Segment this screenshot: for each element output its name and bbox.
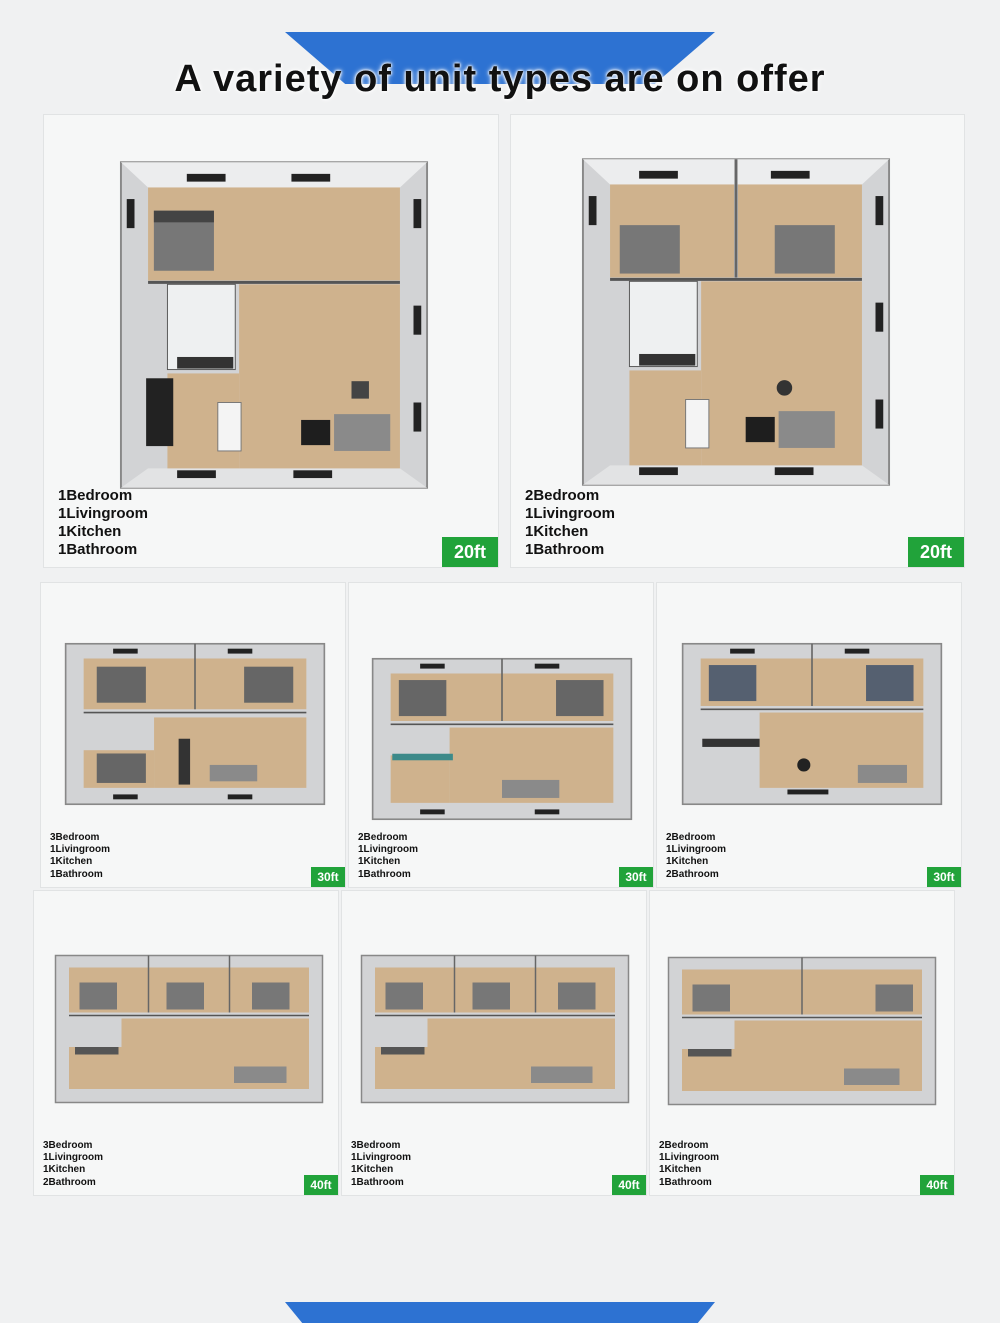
room-item: 1Bathroom	[50, 868, 103, 880]
size-badge: 20ft	[908, 537, 964, 567]
room-item: 2Bedroom	[659, 1139, 709, 1151]
room-item: 1Bathroom	[659, 1176, 712, 1188]
page-title: A variety of unit types are on offer	[174, 58, 826, 100]
room-item: 1Bathroom	[358, 868, 411, 880]
room-item: 2Bathroom	[43, 1176, 96, 1188]
floor-plan-image	[54, 954, 324, 1104]
size-badge: 30ft	[619, 867, 653, 887]
floor-plan-image	[681, 642, 943, 806]
room-item: 1Kitchen	[43, 1164, 86, 1176]
room-list: 2Bedroom 1Livingroom 1Kitchen 1Bathroom	[659, 1140, 719, 1189]
room-item: 1Bedroom	[58, 487, 133, 504]
room-item: 1Bathroom	[525, 541, 605, 558]
room-item: 1Livingroom	[525, 505, 616, 522]
room-item: 2Bedroom	[666, 831, 716, 843]
unit-card[interactable]: 2Bedroom 1Livingroom 1Kitchen 1Bathroom …	[510, 114, 965, 568]
room-list: 2Bedroom 1Livingroom 1Kitchen 2Bathroom	[666, 832, 726, 881]
room-item: 3Bedroom	[50, 831, 100, 843]
room-item: 1Kitchen	[525, 523, 589, 540]
unit-card[interactable]: 3Bedroom 1Livingroom 1Kitchen 2Bathroom …	[33, 890, 339, 1196]
room-item: 1Bathroom	[351, 1176, 404, 1188]
unit-card[interactable]: 2Bedroom 1Livingroom 1Kitchen 1Bathroom …	[649, 890, 955, 1196]
size-badge: 30ft	[927, 867, 961, 887]
room-item: 1Kitchen	[358, 856, 401, 868]
room-item: 2Bathroom	[666, 868, 719, 880]
room-item: 2Bedroom	[525, 487, 600, 504]
room-item: 1Kitchen	[58, 523, 122, 540]
floor-plan-image	[64, 642, 326, 806]
room-list: 3Bedroom 1Livingroom 1Kitchen 2Bathroom	[43, 1140, 103, 1189]
room-item: 1Livingroom	[43, 1152, 104, 1164]
room-item: 1Kitchen	[659, 1164, 702, 1176]
room-item: 1Kitchen	[351, 1164, 394, 1176]
size-badge: 40ft	[920, 1175, 954, 1195]
room-list: 2Bedroom 1Livingroom 1Kitchen 1Bathroom	[358, 832, 418, 881]
room-item: 1Livingroom	[50, 844, 111, 856]
size-badge: 30ft	[311, 867, 345, 887]
room-list: 3Bedroom 1Livingroom 1Kitchen 1Bathroom	[50, 832, 110, 881]
room-item: 1Livingroom	[58, 505, 149, 522]
room-item: 1Livingroom	[351, 1152, 412, 1164]
size-badge: 40ft	[612, 1175, 646, 1195]
footer-banner	[285, 1302, 715, 1323]
unit-card[interactable]: 2Bedroom 1Livingroom 1Kitchen 1Bathroom …	[348, 582, 654, 888]
room-item: 1Kitchen	[50, 856, 93, 868]
floor-plan-image	[119, 161, 429, 489]
room-item: 1Livingroom	[659, 1152, 720, 1164]
room-list: 2Bedroom 1Livingroom 1Kitchen 1Bathroom	[525, 487, 615, 559]
room-item: 1Kitchen	[666, 856, 709, 868]
unit-card[interactable]: 3Bedroom 1Livingroom 1Kitchen 1Bathroom …	[40, 582, 346, 888]
room-item: 1Livingroom	[358, 844, 419, 856]
room-item: 2Bedroom	[358, 831, 408, 843]
unit-card[interactable]: 1Bedroom 1Livingroom 1Kitchen 1Bathroom …	[43, 114, 499, 568]
size-badge: 20ft	[442, 537, 498, 567]
room-list: 1Bedroom 1Livingroom 1Kitchen 1Bathroom	[58, 487, 148, 559]
room-list: 3Bedroom 1Livingroom 1Kitchen 1Bathroom	[351, 1140, 411, 1189]
room-item: 3Bedroom	[43, 1139, 93, 1151]
floor-plan-image	[667, 956, 937, 1106]
floor-plan-image	[581, 158, 891, 486]
floor-plan-image	[360, 954, 630, 1104]
room-item: 1Bathroom	[58, 541, 138, 558]
size-badge: 40ft	[304, 1175, 338, 1195]
unit-card[interactable]: 2Bedroom 1Livingroom 1Kitchen 2Bathroom …	[656, 582, 962, 888]
room-item: 3Bedroom	[351, 1139, 401, 1151]
unit-card[interactable]: 3Bedroom 1Livingroom 1Kitchen 1Bathroom …	[341, 890, 647, 1196]
floor-plan-image	[371, 657, 633, 821]
title-banner	[285, 32, 715, 84]
room-item: 1Livingroom	[666, 844, 727, 856]
